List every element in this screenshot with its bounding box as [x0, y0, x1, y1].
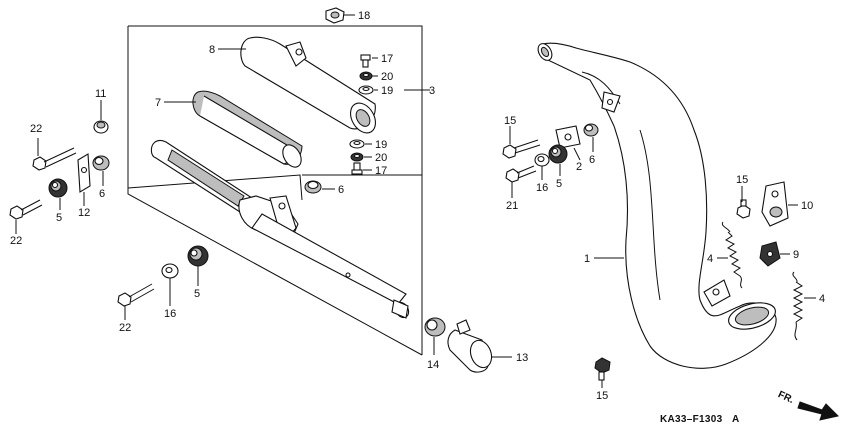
callout-19-top: 19	[381, 85, 393, 97]
bolt-part-17-lower	[351, 162, 363, 175]
callout-19-lower: 19	[375, 139, 387, 151]
washer-part-20-top	[359, 71, 373, 81]
washer-part-20-lower	[350, 152, 364, 162]
callout-17-lower: 17	[375, 165, 387, 177]
washer-part-19-lower	[349, 139, 365, 149]
right-parts-group	[502, 123, 816, 388]
bracket-part-10	[761, 181, 789, 227]
silencer-inner-pipe	[150, 139, 410, 319]
clip-part-9	[759, 241, 781, 267]
bolt-part-17-top	[360, 54, 371, 68]
callout-22-mid: 22	[119, 322, 131, 334]
bracket-part-12	[77, 153, 91, 193]
washer-part-19-top	[358, 85, 374, 95]
callout-12: 12	[78, 207, 90, 219]
callout-9: 9	[793, 249, 799, 261]
callout-3: 3	[429, 85, 435, 97]
frame-mid	[127, 174, 303, 201]
bolt-part-21	[505, 165, 537, 183]
spring-part-4-left	[721, 221, 743, 289]
callout-14: 14	[427, 359, 439, 371]
callout-6-box: 6	[338, 184, 344, 196]
diagram-code-suffix: A	[732, 414, 740, 425]
collar-part-6-box	[304, 180, 322, 194]
callout-5-left: 5	[56, 212, 62, 224]
grommet-part-5-mid	[187, 245, 209, 267]
washer-part-16-right	[534, 153, 550, 167]
callout-20-top: 20	[381, 71, 393, 83]
callout-13: 13	[516, 352, 528, 364]
nut-part-11	[93, 120, 109, 134]
callout-4-right: 4	[819, 293, 825, 305]
callout-labels: 18 8 17 20 19 3 7 19 20 17 6 11 22 6 12 …	[10, 10, 825, 402]
silencer-shell-part-8	[240, 36, 376, 134]
bolt-part-15-bottom	[594, 357, 611, 381]
callout-1: 1	[584, 253, 590, 265]
grommet-part-5-right	[548, 144, 568, 164]
front-direction-indicator: FR.	[776, 389, 839, 421]
callout-6-left: 6	[99, 188, 105, 200]
joint-pipe-part-13	[447, 319, 493, 373]
callout-16-mid: 16	[164, 308, 176, 320]
bolt-part-15-top	[502, 139, 541, 159]
callout-18: 18	[358, 10, 370, 22]
front-arrow-icon	[797, 401, 839, 421]
leader-2	[573, 147, 581, 161]
silencer-frame-bracket	[128, 25, 423, 90]
callout-10: 10	[801, 200, 813, 212]
collar-part-6-right	[583, 123, 599, 137]
grommet-part-5-left	[48, 178, 68, 198]
left-parts-group	[9, 100, 209, 320]
bolt-part-22-mid	[117, 283, 155, 307]
front-direction-label: FR.	[776, 389, 795, 406]
callout-22-upper: 22	[30, 123, 42, 135]
callout-17-top: 17	[381, 53, 393, 65]
bolt-part-15-mid	[736, 199, 751, 219]
silencer-assembly-group	[127, 25, 512, 373]
callout-5-mid: 5	[194, 288, 200, 300]
diagram-code: KA33–F1303	[660, 414, 723, 425]
callout-15-mid: 15	[736, 174, 748, 186]
callout-2: 2	[576, 161, 582, 173]
washer-part-16-mid	[161, 263, 179, 279]
callout-8: 8	[209, 44, 215, 56]
callout-7: 7	[155, 97, 161, 109]
gasket-part-14	[424, 317, 446, 337]
callout-4-left: 4	[707, 253, 713, 265]
callout-20-lower: 20	[375, 152, 387, 164]
silencer-packing-part-7	[192, 90, 303, 168]
callout-11: 11	[95, 88, 106, 100]
bracket-part-2	[555, 125, 581, 149]
callout-15-bottom: 15	[596, 390, 608, 402]
bolt-part-22-upper	[32, 147, 77, 171]
callout-21: 21	[506, 200, 518, 212]
callout-6-right: 6	[589, 154, 595, 166]
callout-5-right: 5	[556, 178, 562, 190]
nut-part-18	[325, 7, 345, 24]
frame-lower	[127, 188, 423, 356]
expansion-chamber-part-1	[537, 42, 777, 369]
spring-part-4-right	[792, 271, 804, 341]
bolt-part-22-lower	[9, 199, 43, 220]
callout-16-right: 16	[536, 182, 548, 194]
collar-part-6-left	[92, 155, 110, 171]
callout-22-lower: 22	[10, 235, 22, 247]
callout-15-top: 15	[504, 115, 516, 127]
